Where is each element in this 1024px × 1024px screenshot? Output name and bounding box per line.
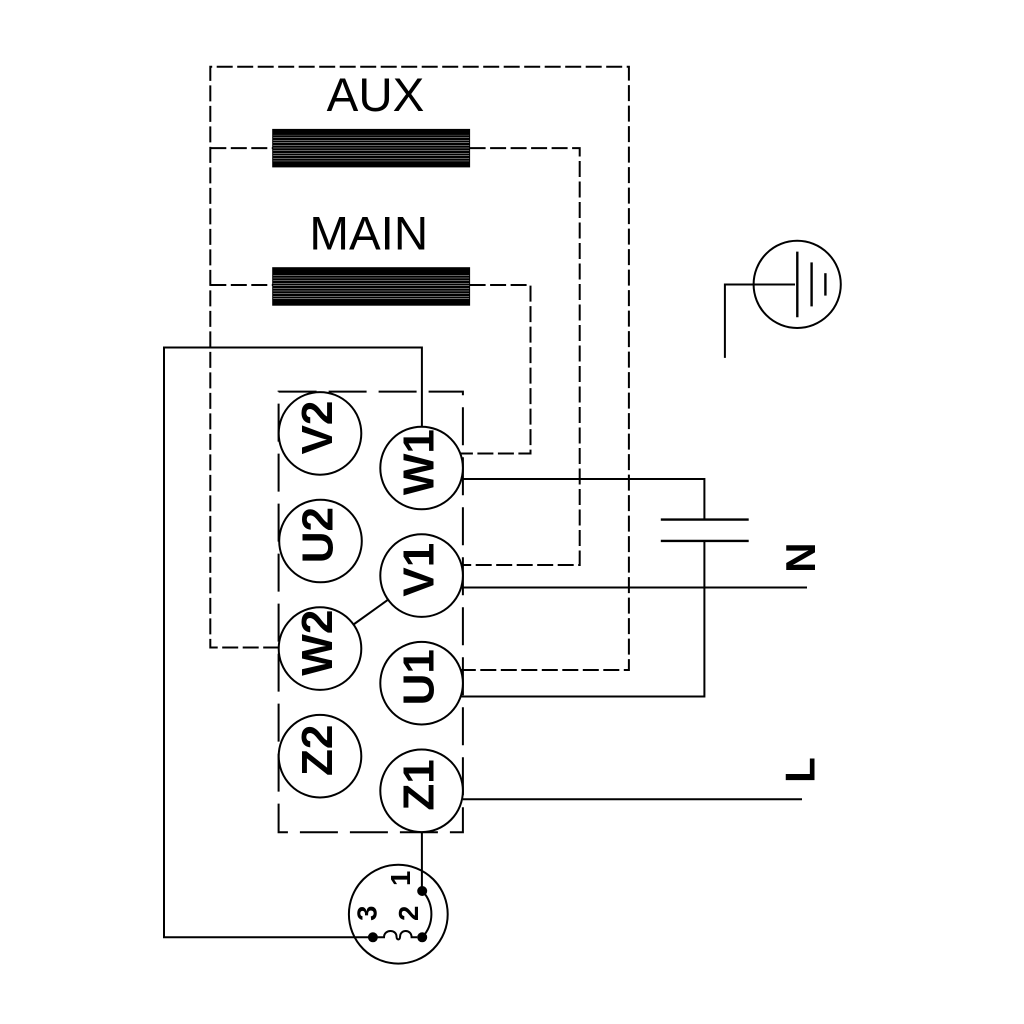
svg-text:W1: W1	[394, 429, 443, 495]
svg-text:U2: U2	[293, 507, 342, 563]
svg-text:Z1: Z1	[394, 759, 443, 810]
svg-text:V1: V1	[394, 543, 443, 597]
svg-text:U1: U1	[394, 649, 443, 705]
svg-text:Z2: Z2	[293, 725, 342, 776]
svg-text:L: L	[777, 757, 824, 783]
svg-text:N: N	[777, 542, 824, 572]
svg-text:1: 1	[385, 871, 416, 886]
svg-text:2: 2	[393, 906, 424, 921]
svg-text:V2: V2	[293, 401, 342, 455]
svg-text:AUX: AUX	[327, 69, 425, 122]
svg-text:3: 3	[352, 906, 383, 921]
svg-text:W2: W2	[293, 610, 342, 676]
svg-text:MAIN: MAIN	[309, 207, 428, 260]
